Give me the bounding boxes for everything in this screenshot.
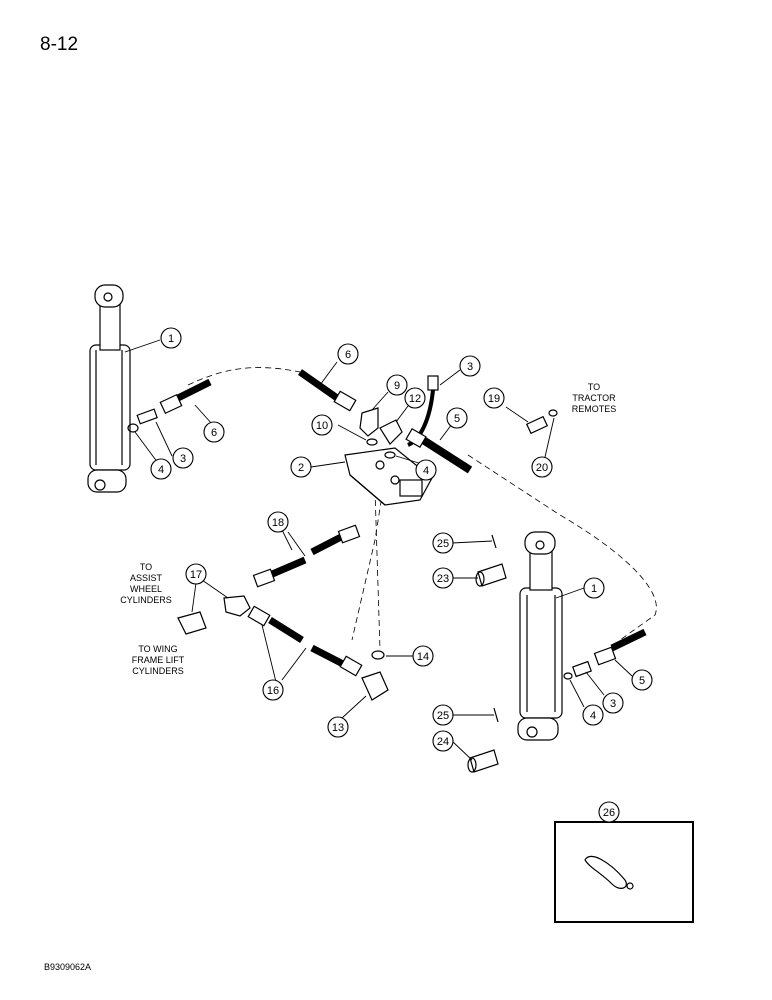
note-tractor-line-2: TRACTOR [572,393,616,403]
hoses-16 [247,605,363,677]
callout-25-lower: 25 [437,710,449,722]
page-number: 8-12 [40,34,79,55]
callout-3-upper: 3 [467,361,473,373]
callout-5-right: 5 [639,675,645,687]
leader-lines [124,339,633,761]
fittings-above-valve [359,407,403,459]
callout-4-right: 4 [590,710,596,722]
elbow-13-ring-14 [361,650,389,701]
callout-24: 24 [437,736,449,748]
note-tractor-line-3: REMOTES [572,404,617,414]
callout-12: 12 [409,393,421,405]
callout-1-right: 1 [591,583,597,595]
callout-3-left: 3 [180,453,186,465]
hose-6-upper [297,369,357,412]
note-tractor-line-1: TO [588,382,600,392]
hoses-18 [252,524,361,588]
callout-6-upper: 6 [345,349,351,361]
callout-19: 19 [488,393,500,405]
pins-and-clips [467,534,507,773]
right-hydraulic-cylinder [517,531,563,741]
callout-2: 2 [298,462,304,474]
hose-6-left [127,378,212,433]
note-assist-line-4: CYLINDERS [120,595,172,605]
callout-1-left: 1 [168,333,174,345]
callout-16: 16 [267,685,279,697]
fittings-19-20 [525,409,558,435]
callout-5-upper: 5 [454,413,460,425]
callout-17: 17 [190,569,202,581]
callout-10: 10 [316,420,328,432]
callout-14: 14 [417,651,429,663]
inset-box-26 [554,821,694,923]
callout-13: 13 [332,722,344,734]
note-assist-line-2: ASSIST [130,573,163,583]
callout-4-valve: 4 [423,465,429,477]
note-wing-line-2: FRAME LIFT [132,655,185,665]
note-assist-line-1: TO [140,562,152,572]
callout-4-left: 4 [158,464,164,476]
note-wing-line-1: TO WING [138,644,177,654]
right-lower-fittings [563,628,647,680]
callout-18: 18 [272,517,284,529]
callout-20: 20 [536,462,548,474]
hose-3-and-5 [405,375,473,474]
left-hydraulic-cylinder [87,284,131,493]
note-assist-line-3: WHEEL [130,584,162,594]
figure-code: B9309062A [44,962,92,972]
callout-26: 26 [603,807,615,819]
callout-3-right: 3 [610,698,616,710]
tee-fitting-17 [177,595,251,635]
note-wing-line-3: CYLINDERS [132,666,184,676]
callout-9: 9 [394,380,400,392]
callout-circles [150,327,653,823]
callout-6-left: 6 [211,427,217,439]
callout-23: 23 [437,573,449,585]
selector-valve-block [344,447,433,506]
callout-25-upper: 25 [437,538,449,550]
